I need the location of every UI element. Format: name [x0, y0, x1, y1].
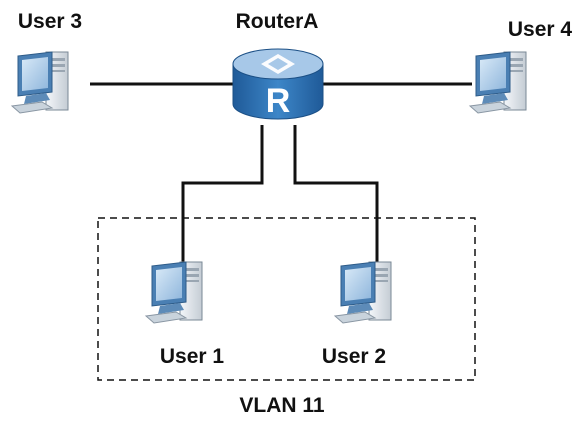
user2-computer-icon	[334, 261, 392, 324]
links	[90, 82, 472, 262]
router-icon	[232, 48, 324, 120]
user4-label: User 4	[508, 18, 573, 41]
router-glyph: R	[266, 82, 291, 120]
link-router-user2	[293, 125, 379, 262]
user2-label: User 2	[322, 345, 386, 368]
router-label: RouterA	[236, 10, 319, 33]
vlan-boundary	[97, 217, 476, 381]
user3-label: User 3	[18, 10, 82, 33]
user1-label: User 1	[160, 345, 225, 368]
link-router-user1	[181, 125, 264, 262]
vlan-label: VLAN 11	[239, 394, 325, 417]
user1-computer-icon	[145, 261, 203, 324]
user3-computer-icon	[11, 51, 69, 114]
user4-computer-icon	[469, 51, 527, 114]
